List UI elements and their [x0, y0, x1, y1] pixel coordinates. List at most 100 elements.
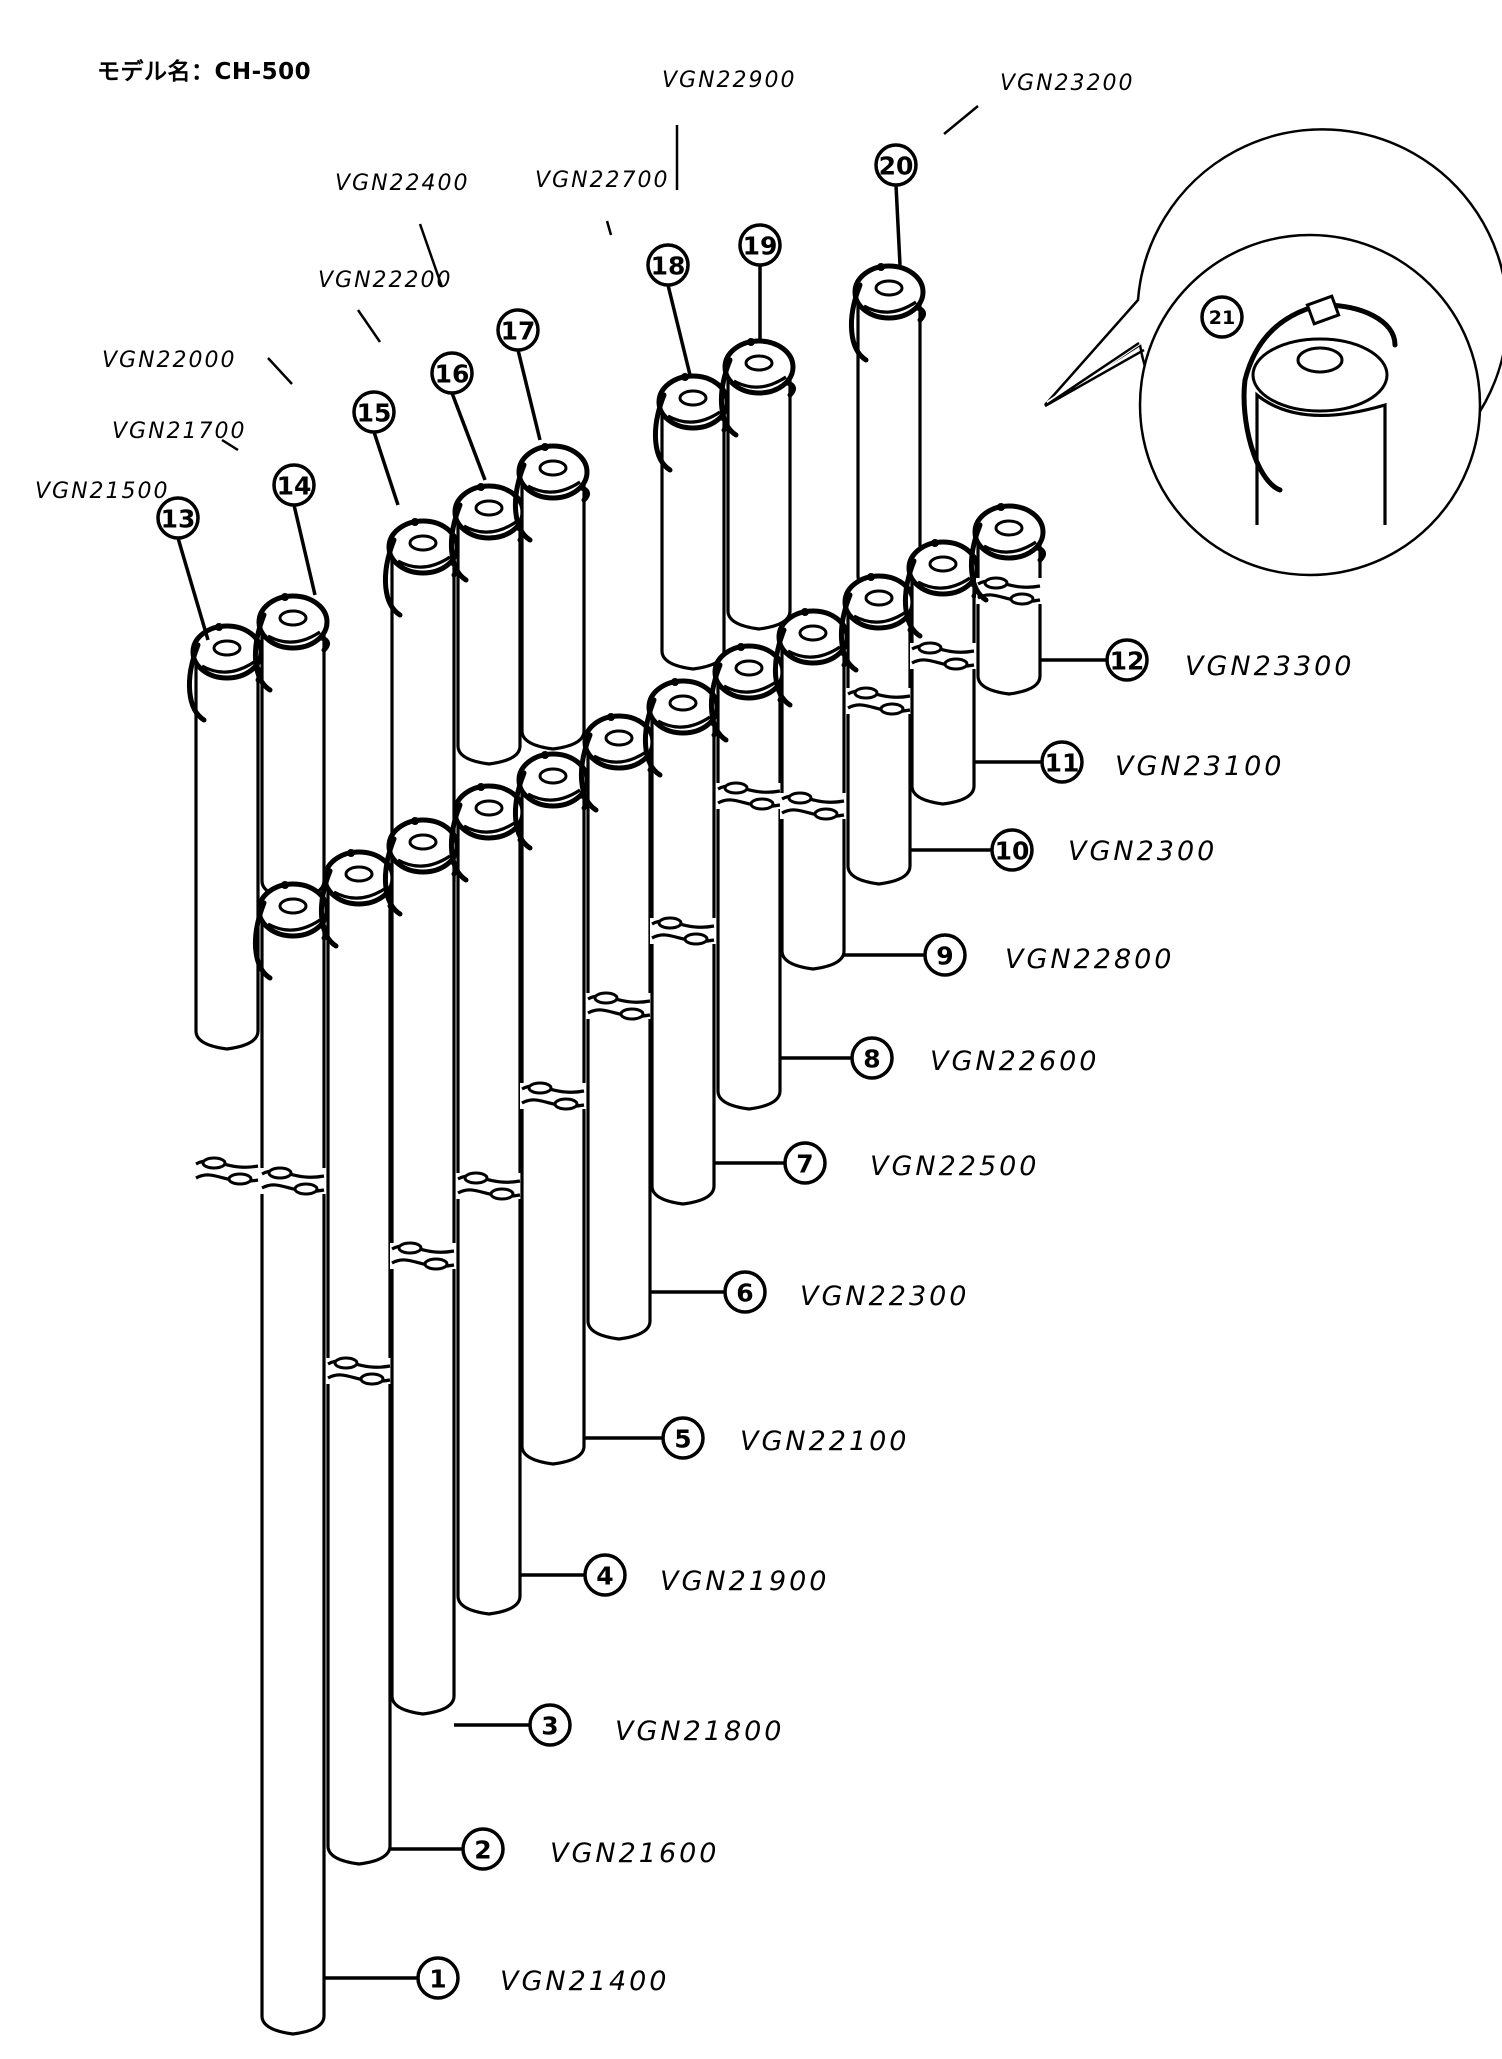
part-code: VGN22000: [102, 348, 237, 373]
hanging-cord-icon: [318, 868, 339, 949]
part-number: 9: [936, 942, 953, 971]
pipe-body: [260, 916, 326, 2036]
part-code: VGN23300: [1185, 651, 1354, 682]
part-badge-9: 9 VGN22800: [923, 933, 1174, 977]
circled-number-icon: [646, 243, 690, 287]
pipe-body: [194, 658, 260, 1051]
pipe-body: [260, 628, 326, 901]
part-badge-4: 4 VGN21900: [583, 1553, 829, 1597]
hanging-cord-icon: [186, 642, 207, 723]
pipe-cap-icon: [252, 593, 330, 693]
pipe-5: [512, 751, 590, 1466]
pipe-3: [382, 817, 460, 1716]
pipe-body: [660, 408, 726, 671]
hanging-cord-icon: [838, 592, 859, 673]
pipe-break-mark: [650, 916, 716, 946]
hanging-cord-icon: [968, 522, 989, 603]
part-code: VGN21700: [112, 419, 247, 444]
pipe-11: [902, 539, 980, 806]
part-code: VGN2300: [1068, 836, 1217, 867]
leader-line: [292, 504, 317, 596]
leaders-layer: [176, 105, 1107, 1980]
part-code: VGN22900: [662, 68, 797, 93]
pipe-body: [976, 538, 1042, 696]
part-number: 20: [879, 152, 914, 181]
code-pointer-line: [418, 223, 444, 288]
pipe-2: [318, 849, 396, 1866]
part-number: 12: [1110, 647, 1145, 676]
pipe-break-mark: [846, 686, 912, 716]
pipe-break-mark: [456, 1171, 522, 1201]
pipe-cap-icon: [186, 623, 264, 723]
pipe-16: [448, 483, 526, 766]
pipe-cap-icon: [708, 643, 786, 743]
pipe-body: [456, 518, 522, 766]
circled-number-icon: [528, 1703, 572, 1747]
circled-number-icon: [496, 308, 540, 352]
pipe-break-mark: [780, 791, 846, 821]
pipe-break-mark: [194, 1156, 260, 1186]
pipe-body: [586, 748, 652, 1341]
circled-number-icon: [156, 496, 200, 540]
circled-number-icon: [583, 1553, 627, 1597]
part-code: VGN22800: [1005, 944, 1174, 975]
part-number: 2: [474, 1836, 491, 1865]
hanging-cord-icon: [718, 357, 739, 438]
hanging-cord-icon: [448, 802, 469, 883]
part-code: VGN22200: [318, 268, 453, 293]
hanging-cord-icon: [708, 662, 729, 743]
part-code: VGN23100: [1115, 751, 1284, 782]
part-code: VGN22700: [535, 168, 670, 193]
pipe-cap-icon: [968, 503, 1046, 603]
pipe-12: [968, 503, 1046, 696]
pipe-cap-icon: [512, 443, 590, 543]
part-badge-20: 20 VGN23200: [874, 71, 1135, 187]
code-pointer-line: [356, 309, 382, 343]
pipe-body: [726, 373, 792, 631]
circled-number-icon: [461, 1827, 505, 1871]
part-code: VGN23200: [1000, 71, 1135, 96]
part-code: VGN22400: [335, 171, 470, 196]
part-badge-12: 12 VGN23300: [1105, 638, 1354, 682]
part-number: 4: [596, 1562, 613, 1591]
pipe-body: [856, 298, 922, 596]
pipe-body: [650, 713, 716, 1206]
part-code: VGN22100: [740, 1426, 909, 1457]
part-number: 1: [429, 1965, 446, 1994]
leader-line: [894, 184, 902, 266]
leader-line: [450, 392, 487, 481]
code-pointer-line: [943, 105, 979, 135]
part-code: VGN21900: [660, 1566, 829, 1597]
part-number: 7: [796, 1150, 813, 1179]
model-name-title: モデル名：CH-500: [97, 59, 312, 85]
circled-number-icon: [352, 390, 396, 434]
code-pointer-line: [605, 220, 613, 236]
leader-line: [516, 349, 542, 441]
detail-callout: 21: [1044, 128, 1502, 577]
pipe-7: [642, 678, 720, 1206]
hanging-cord-icon: [772, 627, 793, 708]
circled-number-icon: [990, 828, 1034, 872]
pipe-cap-icon: [718, 338, 796, 438]
pipes-layer: [186, 263, 1046, 2036]
pipe-break-mark: [910, 641, 976, 671]
pipe-body: [456, 818, 522, 1616]
hanging-cord-icon: [252, 612, 273, 693]
pipe-1: [252, 881, 330, 2036]
circled-number-icon: [416, 1956, 460, 2000]
code-pointer-line: [221, 438, 239, 452]
circled-number-icon: [738, 223, 782, 267]
circled-number-icon: [850, 1036, 894, 1080]
leader-line: [176, 537, 210, 641]
hanging-cord-icon: [382, 537, 403, 618]
pipe-19: [718, 338, 796, 631]
